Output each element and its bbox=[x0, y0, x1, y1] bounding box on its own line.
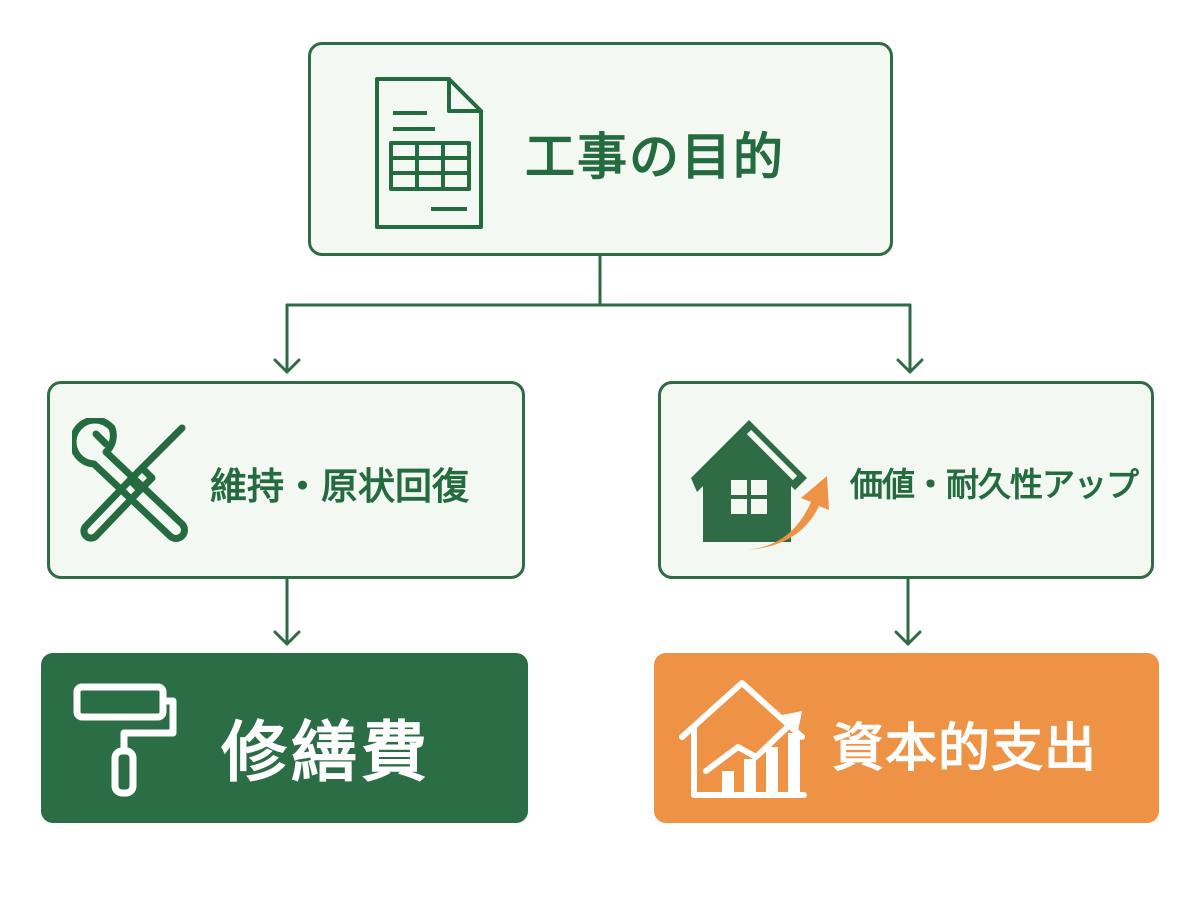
paint-roller-icon bbox=[73, 683, 177, 797]
result-capital-expenditure: 資本的支出 bbox=[654, 653, 1159, 823]
arrowhead-left-result bbox=[273, 630, 301, 646]
house-upward-arrow-icon bbox=[691, 420, 829, 550]
arrowhead-left-branch bbox=[273, 358, 301, 374]
branch-value-up: 価値・耐久性アップ bbox=[658, 381, 1154, 579]
spreadsheet-document-icon bbox=[375, 77, 483, 229]
wrench-screwdriver-icon bbox=[72, 418, 188, 542]
arrowhead-right-result bbox=[894, 630, 922, 646]
branch-value-up-label: 価値・耐久性アップ bbox=[850, 465, 1139, 504]
arrowhead-right-branch bbox=[896, 358, 924, 374]
result-repair-expense-label: 修繕費 bbox=[221, 714, 431, 791]
result-capital-expenditure-label: 資本的支出 bbox=[832, 719, 1098, 779]
house-growth-chart-icon bbox=[679, 680, 807, 798]
purpose-box: 工事の目的 bbox=[308, 42, 893, 256]
branch-maintenance: 維持・原状回復 bbox=[47, 381, 525, 579]
purpose-title: 工事の目的 bbox=[525, 128, 785, 186]
branch-maintenance-label: 維持・原状回復 bbox=[210, 465, 469, 508]
result-repair-expense: 修繕費 bbox=[41, 653, 528, 823]
